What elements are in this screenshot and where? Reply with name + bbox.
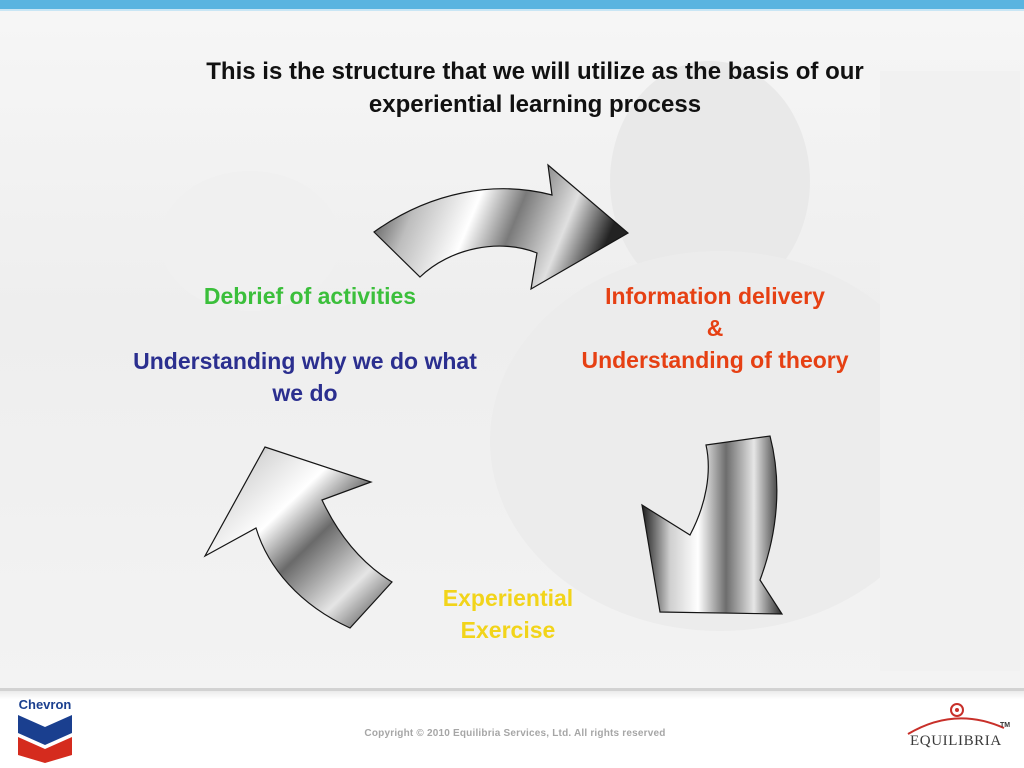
top-accent-bar: [0, 0, 1024, 9]
chevron-emblem-icon: [18, 715, 72, 763]
chevron-logo-text: Chevron: [18, 697, 72, 712]
top-arc-arrow: [373, 163, 630, 291]
faded-background-photo: [160, 61, 1020, 671]
understanding-why-label: Understanding why we do what we do: [133, 348, 477, 406]
slide-title: This is the structure that we will utili…: [206, 58, 864, 118]
top-accent-line: [0, 9, 1024, 11]
equilibria-emblem-icon: [907, 703, 1005, 735]
ampersand-label: &: [706, 315, 724, 341]
equilibria-logo-text: EQUILIBRIA: [910, 733, 1002, 749]
information-delivery-label: Information delivery: [605, 283, 825, 309]
understanding-theory-label: Understanding of theory: [581, 347, 849, 373]
footer-divider: [0, 688, 1024, 691]
information-delivery-block: Information delivery & Understanding of …: [575, 280, 855, 376]
copyright-text: Copyright © 2010 Equilibria Services, Lt…: [364, 728, 666, 739]
slide-background: [0, 11, 1024, 688]
right-arc-arrow: [641, 435, 784, 615]
debrief-label: Debrief of activities: [203, 283, 417, 309]
footer: [0, 688, 1024, 768]
chevron-logo: Chevron: [14, 697, 76, 763]
trademark-mark: TM: [1000, 722, 1011, 729]
equilibria-logo: EQUILIBRIA TM: [900, 700, 1015, 760]
left-arc-arrow: [203, 446, 393, 629]
experiential-exercise-label: Experiential Exercise: [442, 585, 574, 643]
